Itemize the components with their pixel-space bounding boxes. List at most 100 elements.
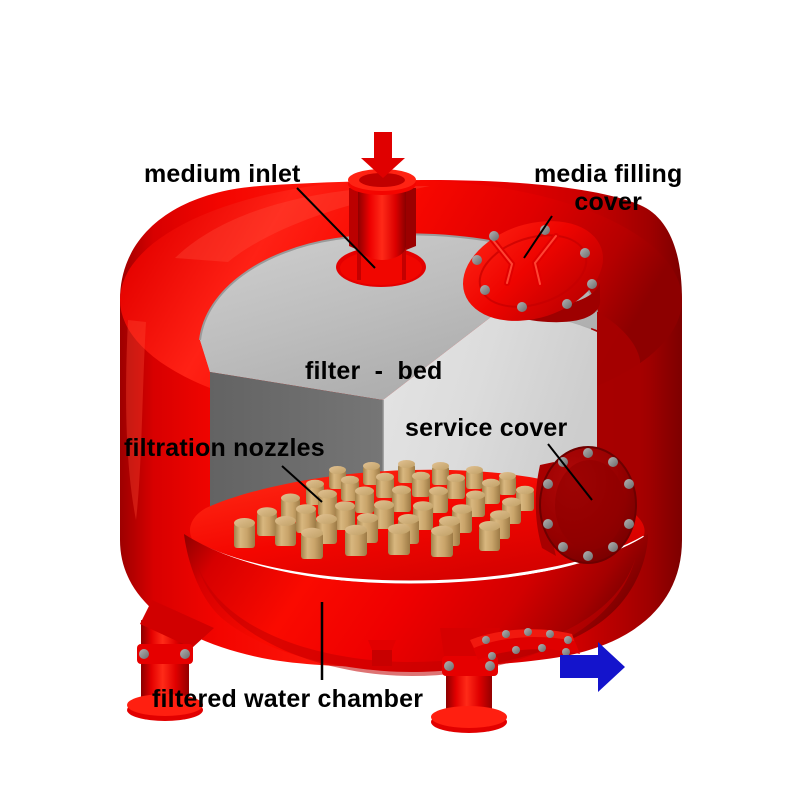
nozzle bbox=[345, 524, 367, 556]
leg-right-collar bbox=[442, 656, 498, 676]
leg-left-tube bbox=[141, 620, 189, 710]
label-media-filling-cover-line1: media filling bbox=[534, 160, 683, 188]
right-arrow-icon bbox=[560, 642, 625, 692]
nozzle bbox=[499, 472, 516, 495]
leg-left-bolt bbox=[139, 649, 149, 659]
inlet-arrow bbox=[361, 132, 405, 178]
leg-center-tube bbox=[372, 648, 392, 666]
label-media-filling-cover-line2: cover bbox=[574, 188, 643, 216]
service-cover-bolt bbox=[558, 542, 568, 552]
media-cover-bolt bbox=[517, 302, 527, 312]
nozzle bbox=[234, 518, 255, 548]
nozzle bbox=[429, 486, 448, 513]
outlet-flange-bolt bbox=[512, 646, 520, 654]
nozzle bbox=[432, 462, 449, 485]
nozzle bbox=[388, 523, 410, 555]
inlet-nozzle-collar-right bbox=[406, 188, 416, 250]
service-cover-bolt bbox=[543, 519, 553, 529]
outlet-pipe bbox=[470, 628, 580, 660]
service-cover-rim bbox=[539, 446, 637, 564]
filtration-nozzle-field bbox=[234, 460, 534, 559]
leg-right-base-flange-top bbox=[431, 706, 507, 728]
service-cover-bolt bbox=[583, 551, 593, 561]
leg-left bbox=[127, 600, 214, 721]
leg-left-collar bbox=[137, 644, 193, 664]
outlet-flange-bolt bbox=[502, 630, 510, 638]
leg-left-upper bbox=[140, 600, 214, 648]
service-cover-face bbox=[555, 460, 625, 550]
nozzle bbox=[281, 493, 300, 520]
outlet-flange-bolt bbox=[564, 636, 572, 644]
leg-center-top bbox=[368, 640, 396, 650]
nozzle bbox=[335, 501, 355, 530]
nozzle bbox=[482, 478, 500, 504]
nozzle bbox=[296, 504, 316, 533]
leg-right-bolt bbox=[444, 661, 454, 671]
nozzle bbox=[398, 460, 415, 483]
nozzle bbox=[341, 475, 359, 501]
label-medium-inlet: medium inlet bbox=[144, 160, 301, 188]
nozzle bbox=[376, 472, 394, 498]
media-cover-bolt bbox=[489, 231, 499, 241]
vessel-left-highlight bbox=[126, 320, 146, 520]
nozzle bbox=[275, 516, 296, 546]
service-cover-bolt bbox=[543, 479, 553, 489]
label-filtration-nozzles: filtration nozzles bbox=[124, 434, 325, 462]
media-cover-bolt bbox=[480, 285, 490, 295]
outlet-arrow bbox=[560, 642, 625, 692]
service-cover-bolt bbox=[624, 479, 634, 489]
service-cover bbox=[535, 446, 637, 564]
service-cover-bolt bbox=[583, 448, 593, 458]
nozzle bbox=[301, 527, 323, 559]
outlet-flange-bolt bbox=[482, 636, 490, 644]
label-filter-bed: filter - bed bbox=[305, 357, 443, 385]
nozzle-row bbox=[301, 523, 453, 559]
nozzle bbox=[466, 466, 483, 489]
label-filtered-water-chamber: filtered water chamber bbox=[152, 685, 424, 713]
leader-media-filling-cover bbox=[523, 215, 553, 259]
outlet-flange-bolt bbox=[546, 630, 554, 638]
nozzle bbox=[257, 507, 277, 536]
leg-center-stub bbox=[368, 640, 396, 666]
media-cover-bolt bbox=[562, 299, 572, 309]
leg-right-bolt bbox=[485, 661, 495, 671]
nozzle bbox=[363, 462, 380, 485]
media-cover-handle-right-hl bbox=[533, 235, 557, 285]
outlet-flange-bolt bbox=[524, 628, 532, 636]
leader-filtration-nozzles bbox=[281, 465, 323, 503]
nozzle bbox=[479, 521, 500, 551]
nozzle bbox=[318, 489, 337, 516]
media-cover-bolt bbox=[580, 248, 590, 258]
media-cover-bolt bbox=[587, 279, 597, 289]
distributor-pipe-left bbox=[357, 228, 361, 280]
media-cover-handle-left-hl bbox=[491, 238, 514, 284]
inlet-nozzle-collar-left bbox=[349, 188, 358, 250]
label-service-cover: service cover bbox=[405, 414, 568, 442]
outlet-flange-bolt bbox=[538, 644, 546, 652]
inlet-nozzle-bore bbox=[359, 173, 405, 187]
media-filling-cover bbox=[463, 221, 603, 323]
nozzle-row bbox=[306, 471, 534, 511]
media-cover-bolt bbox=[540, 225, 550, 235]
inlet-nozzle-body bbox=[358, 186, 406, 260]
service-cover-bolt bbox=[608, 542, 618, 552]
nozzle bbox=[355, 486, 374, 513]
inlet-nozzle bbox=[348, 169, 416, 260]
distributor-pipe-right bbox=[402, 228, 406, 280]
down-arrow-icon bbox=[361, 132, 405, 178]
nozzle bbox=[412, 471, 430, 497]
outlet-flange-bolt bbox=[562, 648, 570, 656]
nozzle-row bbox=[329, 460, 516, 495]
nozzle bbox=[447, 473, 465, 499]
nozzle bbox=[392, 485, 411, 512]
service-cover-bolt bbox=[624, 519, 634, 529]
service-cover-bolt bbox=[608, 457, 618, 467]
leg-left-base-flange-top bbox=[127, 694, 203, 716]
leader-medium-inlet bbox=[296, 187, 376, 269]
nozzle bbox=[431, 525, 453, 557]
media-cover-bolt bbox=[472, 255, 482, 265]
nozzle-row bbox=[281, 485, 521, 524]
leg-left-bolt bbox=[180, 649, 190, 659]
